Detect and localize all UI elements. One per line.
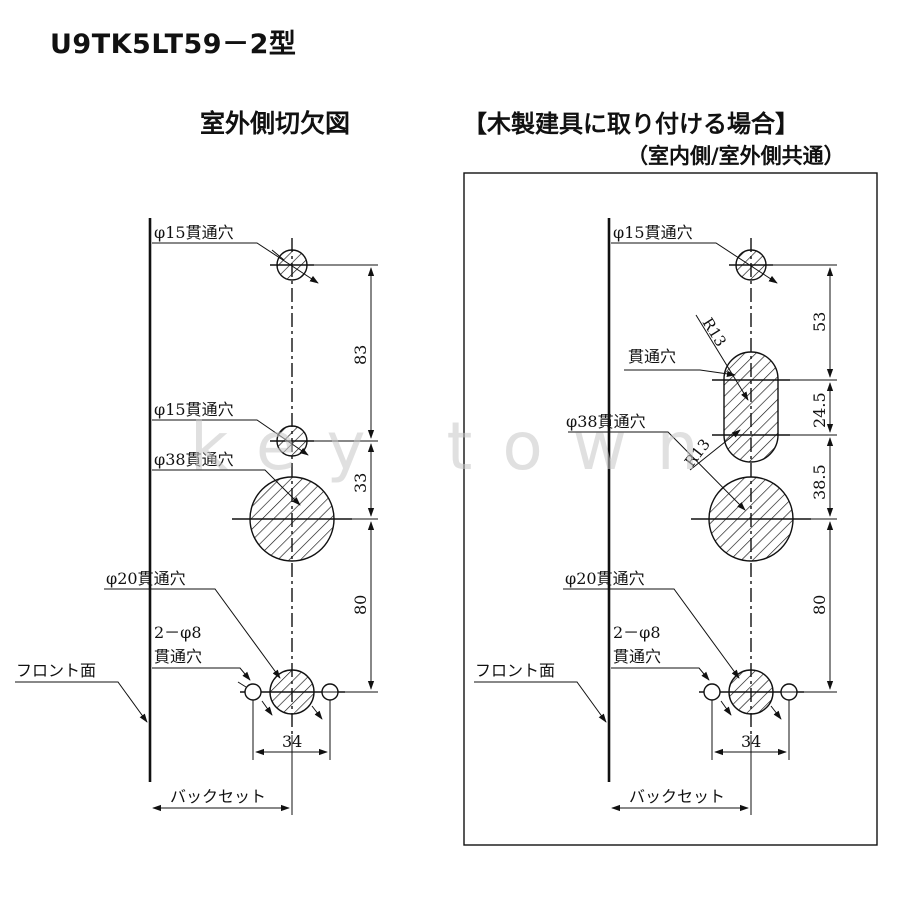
right-leader-hole-big — [568, 431, 746, 511]
left-dim-83: 83 — [351, 345, 370, 365]
right-label-hole-20: φ20貫通穴 — [565, 569, 645, 588]
left-leader-hole-20 — [104, 588, 281, 679]
left-label-backset: バックセット — [170, 787, 266, 806]
right-diagram — [474, 218, 837, 815]
right-label-slot: 貫通穴 — [628, 347, 676, 366]
left-leader-hole-big — [152, 469, 301, 506]
right-leader-pin — [611, 667, 710, 681]
right-leader-slot — [624, 369, 736, 377]
right-label-pin-line2: 貫通穴 — [613, 647, 661, 666]
right-diagram-frame — [463, 172, 878, 846]
left-leader-hole-top — [152, 242, 319, 284]
right-leader-front — [474, 681, 607, 723]
right-label-hole-top: φ15貫通穴 — [613, 223, 693, 242]
left-label-hole-20: φ20貫通穴 — [106, 569, 186, 588]
left-pin-hole-left — [244, 683, 262, 701]
left-label-pin-line2: 貫通穴 — [154, 647, 202, 666]
right-radius-leader-1 — [695, 314, 749, 401]
right-radius-leader-2 — [689, 429, 741, 471]
left-label-hole-big: φ38貫通穴 — [154, 450, 234, 469]
left-label-hole-mid: φ15貫通穴 — [154, 400, 234, 419]
left-dim-33: 33 — [351, 473, 370, 493]
right-dim-34: 34 — [741, 732, 761, 751]
right-label-pin-line1: 2－φ8 — [613, 623, 661, 642]
left-leader-hole-mid — [152, 419, 309, 456]
left-label-pin-line1: 2－φ8 — [154, 623, 202, 642]
right-pin-hole-left — [703, 683, 721, 701]
right-dim-38-5: 38.5 — [810, 464, 829, 500]
right-slot — [723, 351, 779, 463]
model-title: U9TK5LT59－2型 — [50, 29, 297, 60]
watermark-text: key town — [190, 408, 729, 485]
left-leader-front — [15, 681, 148, 723]
right-diagram-heading: 【木製建具に取り付ける場合】 — [463, 110, 799, 138]
left-diagram — [15, 218, 378, 815]
right-label-front: フロント面 — [475, 661, 555, 680]
left-dim-34: 34 — [282, 732, 302, 751]
right-dim-80: 80 — [810, 595, 829, 615]
right-label-backset: バックセット — [629, 787, 725, 806]
left-diagram-heading: 室外側切欠図 — [200, 109, 351, 138]
left-dim-80: 80 — [351, 595, 370, 615]
right-leader-hole-20 — [563, 588, 740, 679]
right-dim-53: 53 — [810, 312, 829, 332]
right-dim-24-5: 24.5 — [810, 392, 829, 428]
right-diagram-subheading: （室内側/室外側共通） — [627, 144, 845, 168]
right-label-hole-big: φ38貫通穴 — [566, 412, 646, 431]
right-leader-hole-top — [611, 242, 778, 284]
right-label-r1: R13 — [699, 315, 730, 350]
left-label-hole-top: φ15貫通穴 — [154, 223, 234, 242]
left-leader-pin — [152, 667, 251, 681]
left-label-front: フロント面 — [16, 661, 96, 680]
